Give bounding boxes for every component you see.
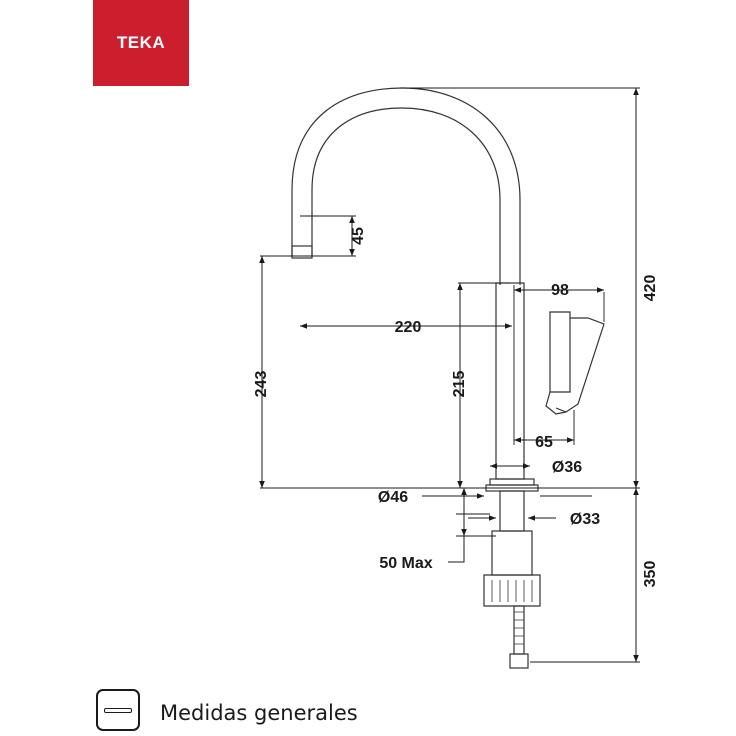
dim-aerator-height: 243 [253,371,270,398]
faucet-body [495,282,525,480]
hose-connector [509,653,529,669]
footer-caption: Medidas generales [160,701,358,725]
handle-side [555,317,605,413]
dimension-lines [259,88,639,662]
dim-body-height: 215 [451,371,468,398]
fixing-wing-nut [483,574,541,607]
faucet-outline [291,87,605,669]
brand-logo: TEKA [93,0,189,86]
dim-spout-height: 45 [350,227,367,245]
dim-shank-diameter: Ø33 [570,511,600,528]
dim-total-height: 420 [642,275,659,302]
shank [499,490,525,532]
handle-lever [549,311,571,393]
base-ring [489,478,535,486]
dim-under-counter-length: 350 [642,561,659,588]
aerator-tip [291,245,313,259]
dim-handle-offset: 65 [535,434,553,451]
brand-name: TEKA [116,33,166,52]
extension-lines [260,87,640,663]
spout-outer [291,87,521,285]
dim-spout-reach: 220 [395,319,422,336]
dim-base-diameter: Ø46 [378,489,408,506]
spout-inner [311,107,501,285]
handle-base [545,391,567,415]
dim-body-diameter: Ø36 [552,459,582,476]
threaded-rod [513,605,525,655]
measure-icon [96,689,140,731]
fixing-nut [491,530,533,576]
dim-max-counter-thickness: 50 Max [379,555,432,572]
dim-handle-width: 98 [551,282,569,299]
